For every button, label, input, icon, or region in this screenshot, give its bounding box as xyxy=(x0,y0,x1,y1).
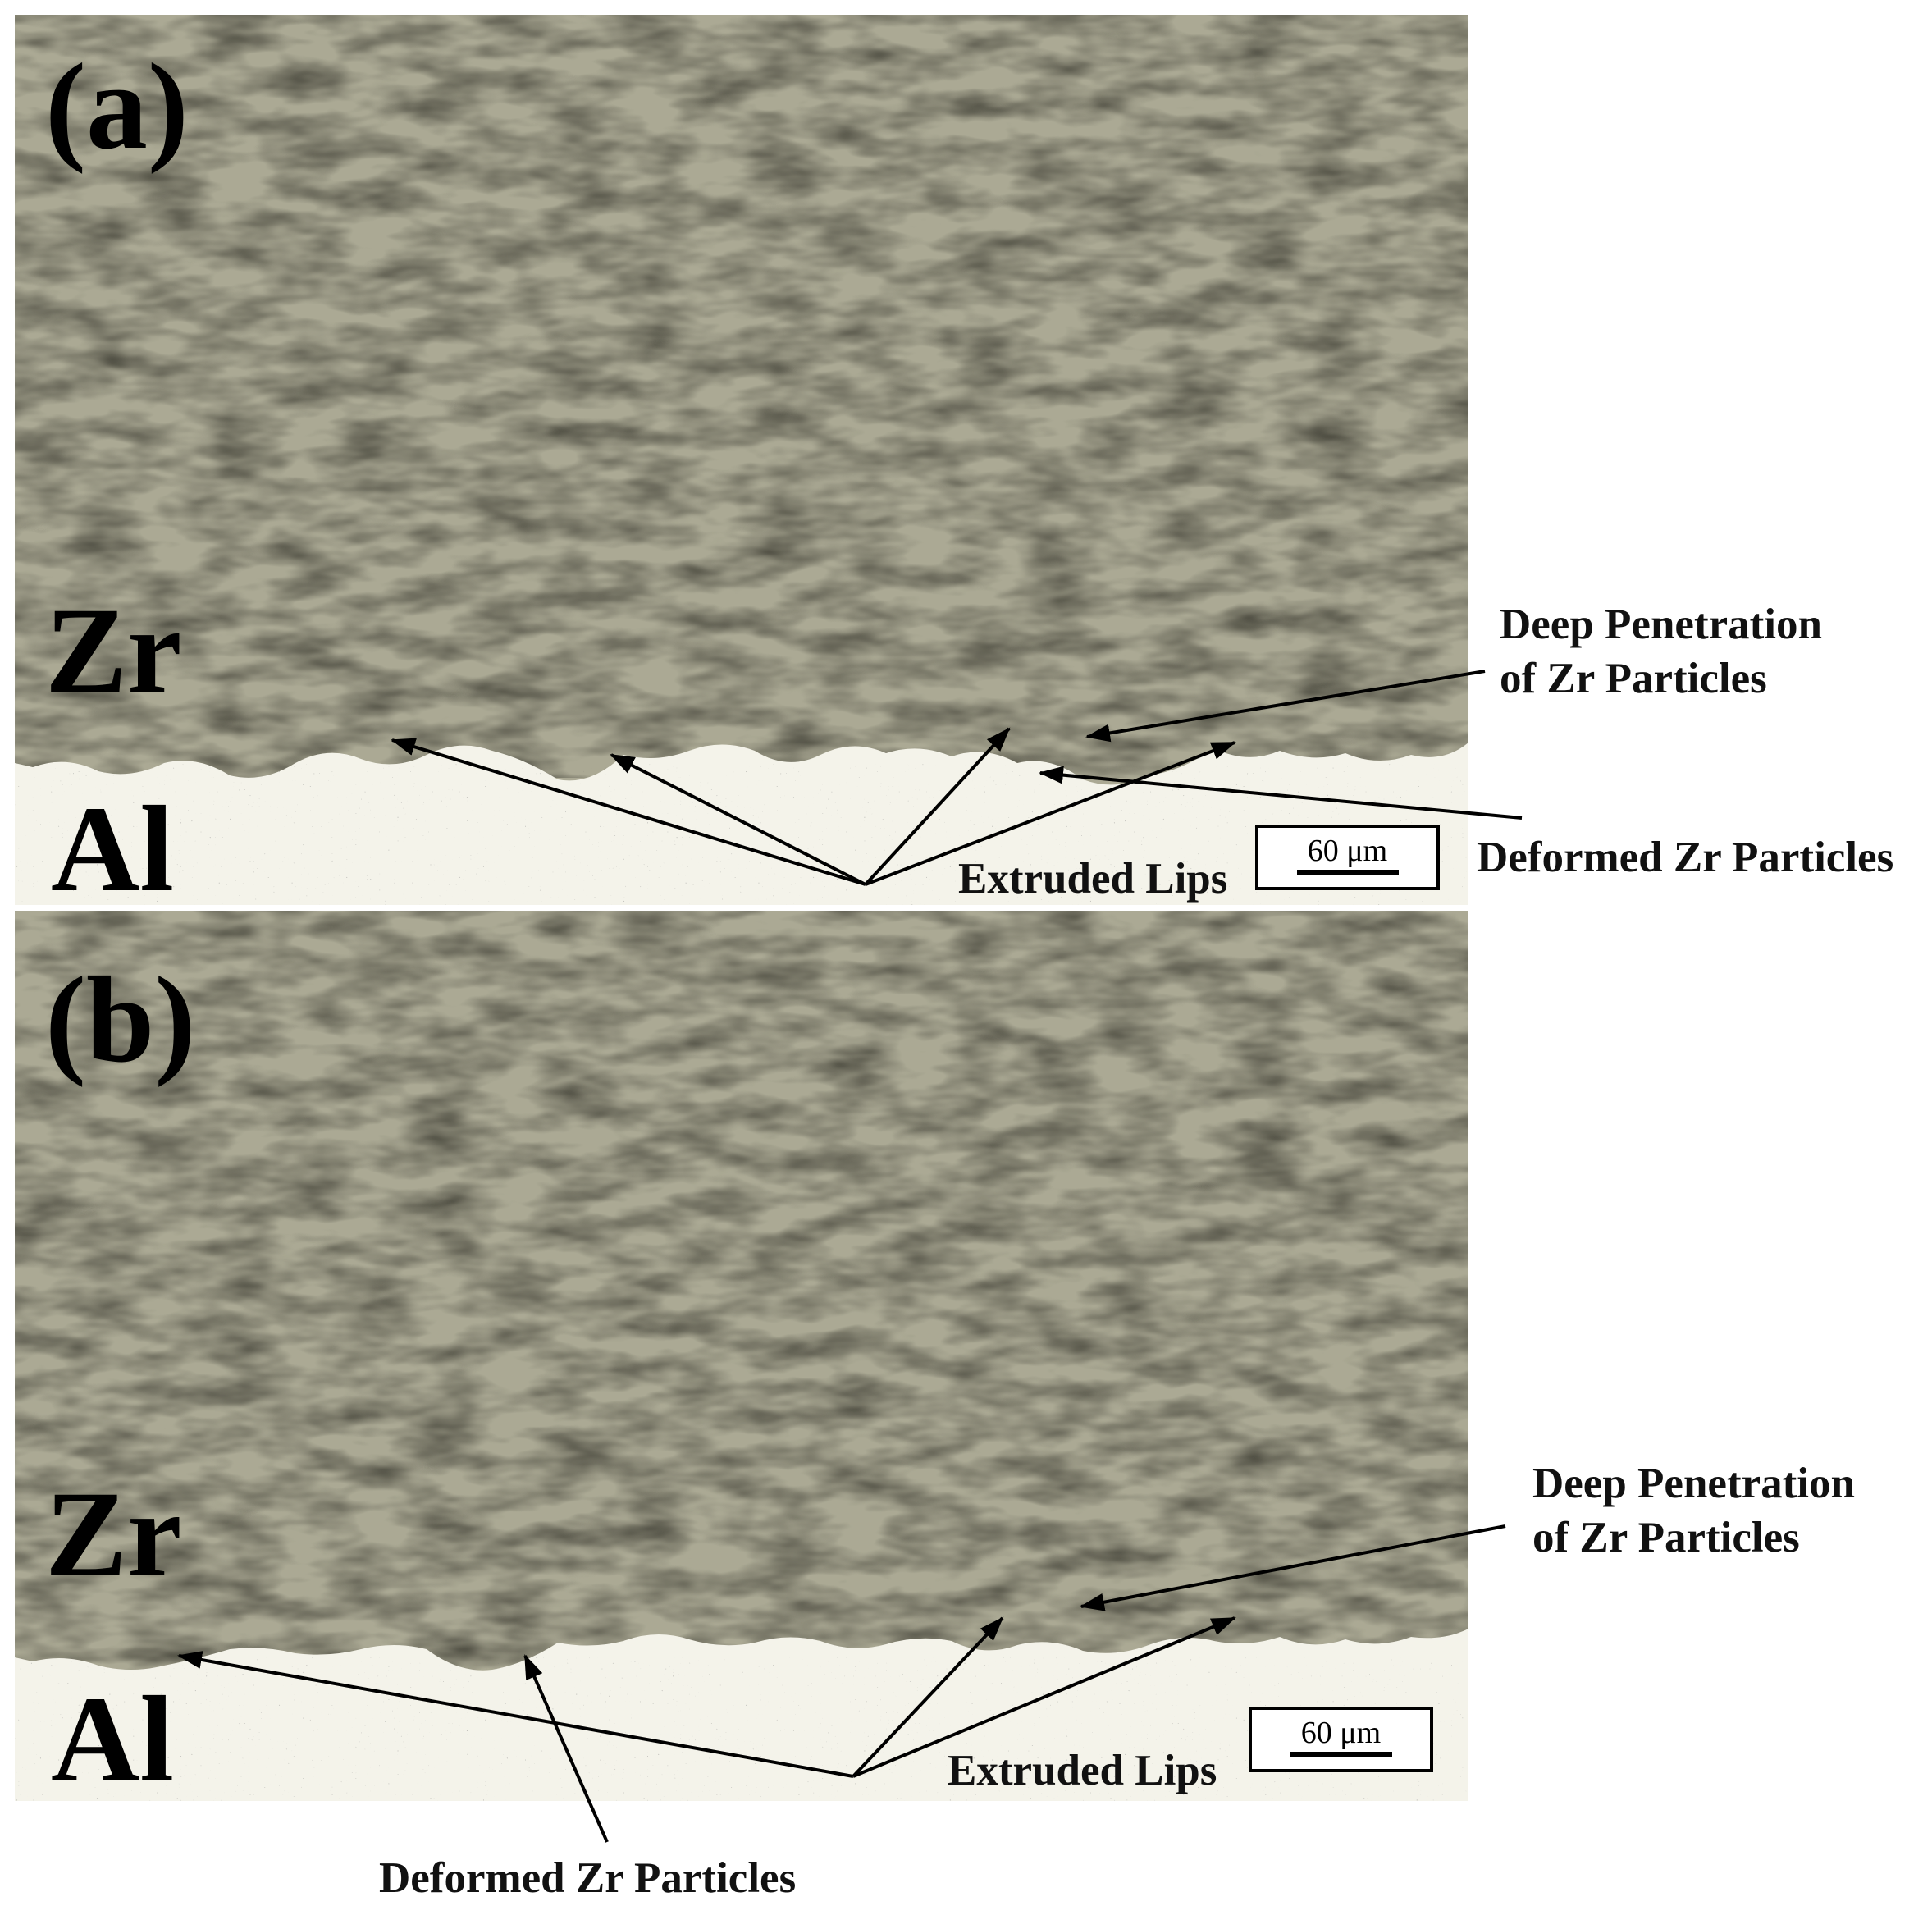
panel-a-deep-penetration-label: Deep Penetration of Zr Particles xyxy=(1500,597,1822,706)
panel-b-scale-line xyxy=(1290,1752,1392,1757)
panel-a-scale-text: 60 μm xyxy=(1307,834,1388,868)
panel-b-scale-bar: 60 μm xyxy=(1249,1707,1433,1772)
panel-b-deep-penetration-label: Deep Penetration of Zr Particles xyxy=(1532,1456,1855,1565)
panel-a-zr-label: Zr xyxy=(45,583,182,719)
panel-b-deep-line-2: of Zr Particles xyxy=(1532,1514,1800,1561)
panel-b-letter: (b) xyxy=(45,952,196,1088)
panel-a-deep-line-1: Deep Penetration xyxy=(1500,601,1822,648)
panel-b-zr-label: Zr xyxy=(45,1466,182,1602)
panel-b-al-label: Al xyxy=(51,1671,174,1808)
panel-a-scale-bar: 60 μm xyxy=(1255,825,1440,890)
panel-a-scale-line xyxy=(1296,870,1399,875)
panel-a-extruded-label: Extruded Lips xyxy=(958,855,1228,903)
panel-a-deep-line-2: of Zr Particles xyxy=(1500,655,1767,702)
panel-a-al-label: Al xyxy=(51,781,174,917)
panel-b-deformed-label: Deformed Zr Particles xyxy=(379,1854,797,1902)
panel-b-deep-line-1: Deep Penetration xyxy=(1532,1460,1855,1507)
panel-a-deformed-label: Deformed Zr Particles xyxy=(1477,834,1894,881)
panel-b-image xyxy=(15,911,1468,1801)
panel-b-extruded-label: Extruded Lips xyxy=(948,1747,1217,1794)
panel-a-image xyxy=(15,15,1468,905)
panel-a-letter: (a) xyxy=(45,39,189,175)
panel-b-scale-text: 60 μm xyxy=(1300,1716,1382,1750)
